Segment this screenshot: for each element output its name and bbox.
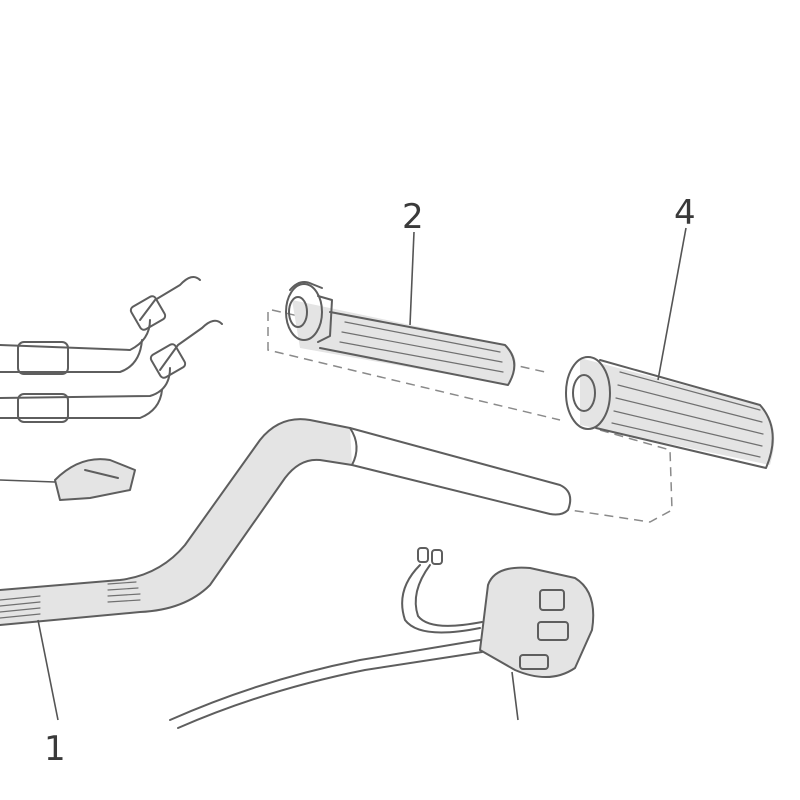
cable-clip: [54, 458, 136, 501]
throttle-tube: [285, 281, 516, 386]
switch-housing: [169, 547, 595, 729]
handlebar: [0, 418, 572, 626]
callout-number-4: 4: [674, 193, 696, 233]
callout-leaders: [0, 227, 687, 721]
hand-grip: [565, 356, 775, 469]
callout-number-2: 2: [402, 197, 424, 237]
throttle-cables: [0, 275, 223, 423]
callout-number-1: 1: [44, 729, 66, 769]
